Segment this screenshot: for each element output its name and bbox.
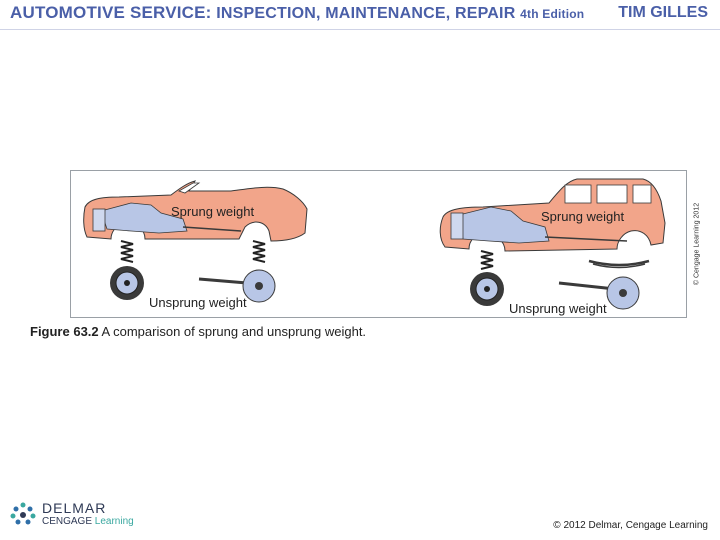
right-car <box>439 178 666 310</box>
figure-panel: Sprung weight Unsprung weight Sprung wei… <box>70 170 687 318</box>
right-driveshaft <box>544 236 628 242</box>
left-unsprung-label: Unsprung weight <box>149 295 247 310</box>
figure-illustration <box>83 178 666 310</box>
image-credit-text: © Cengage Learning 2012 <box>693 202 701 286</box>
image-credit: © Cengage Learning 2012 <box>690 170 704 318</box>
right-front-spring <box>480 250 494 270</box>
left-sprung-label: Sprung weight <box>171 204 255 219</box>
left-rear-spring <box>252 240 266 263</box>
left-front-spring <box>120 240 134 263</box>
delmar-logo-icon <box>10 502 36 525</box>
book-title: AUTOMOTIVE SERVICE: INSPECTION, MAINTENA… <box>10 3 584 23</box>
left-engine <box>100 202 188 234</box>
right-window-mid <box>596 184 628 204</box>
right-leaf-spring <box>588 259 650 267</box>
right-window-front <box>564 184 592 204</box>
left-windshield <box>178 182 201 194</box>
right-rear-axle <box>558 281 616 291</box>
figure-number: Figure 63.2 <box>30 324 99 339</box>
right-unsprung-label: Unsprung weight <box>509 301 607 316</box>
right-window-rear <box>632 184 652 204</box>
left-car <box>83 180 308 303</box>
left-rear-axle <box>198 277 248 285</box>
right-engine <box>458 206 550 244</box>
book-edition: 4th Edition <box>520 7 585 21</box>
logo-sub-cengage: CENGAGE <box>42 516 93 527</box>
header-divider <box>0 29 720 30</box>
right-radiator <box>450 212 464 240</box>
logo-subtitle: CENGAGE Learning <box>42 516 134 527</box>
figure-caption-text: A comparison of sprung and unsprung weig… <box>101 324 367 339</box>
book-title-main: AUTOMOTIVE SERVICE: <box>10 3 212 22</box>
copyright-text: © 2012 Delmar, Cengage Learning <box>553 520 708 531</box>
left-radiator <box>92 208 106 232</box>
publisher-logo: DELMAR CENGAGE Learning <box>8 500 138 532</box>
slide-header: AUTOMOTIVE SERVICE: INSPECTION, MAINTENA… <box>0 0 720 34</box>
left-driveshaft <box>182 226 242 232</box>
right-sprung-label: Sprung weight <box>541 209 625 224</box>
figure-caption: Figure 63.2 A comparison of sprung and u… <box>30 324 366 339</box>
book-title-sub: INSPECTION, MAINTENANCE, REPAIR <box>216 5 516 22</box>
logo-sub-learning: Learning <box>94 516 134 527</box>
logo-name: DELMAR <box>42 500 107 516</box>
book-author: TIM GILLES <box>618 4 708 21</box>
